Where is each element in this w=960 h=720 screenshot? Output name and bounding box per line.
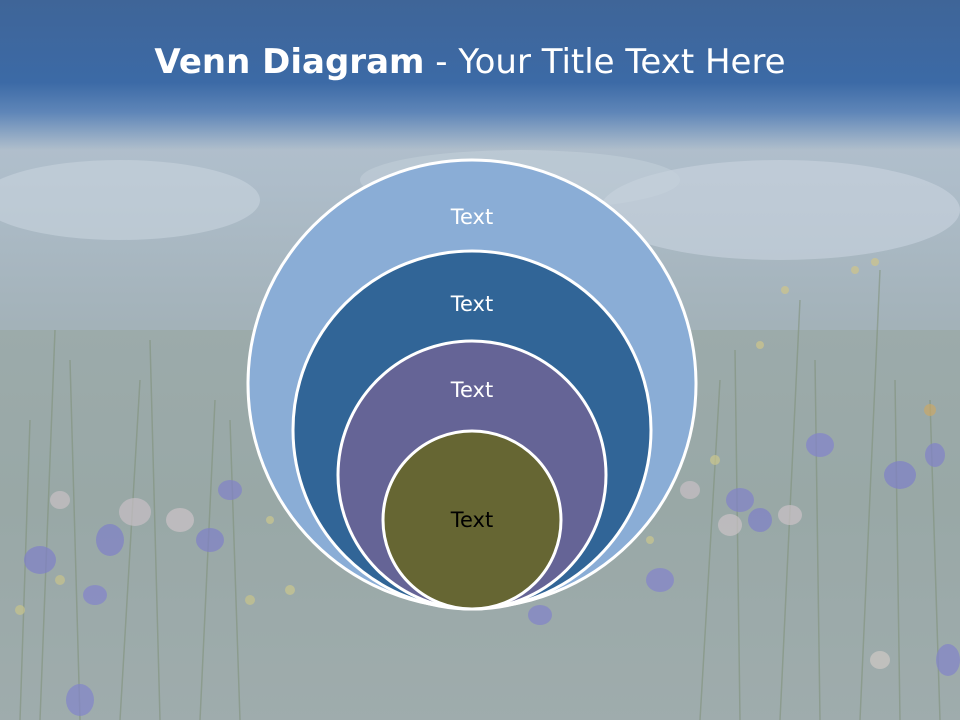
venn-label-third: Text (450, 378, 494, 402)
slide-title-rest: - Your Title Text Here (424, 42, 786, 82)
slide-title-bold: Venn Diagram (154, 42, 425, 82)
venn-label-outer: Text (450, 205, 494, 229)
flower-dots (15, 258, 960, 716)
title-bar (0, 0, 960, 150)
venn-circle-inner (381, 429, 563, 611)
venn-label-second: Text (450, 292, 494, 316)
slide-title: Venn Diagram - Your Title Text Here (0, 40, 940, 84)
venn-label-inner: Text (450, 508, 494, 532)
